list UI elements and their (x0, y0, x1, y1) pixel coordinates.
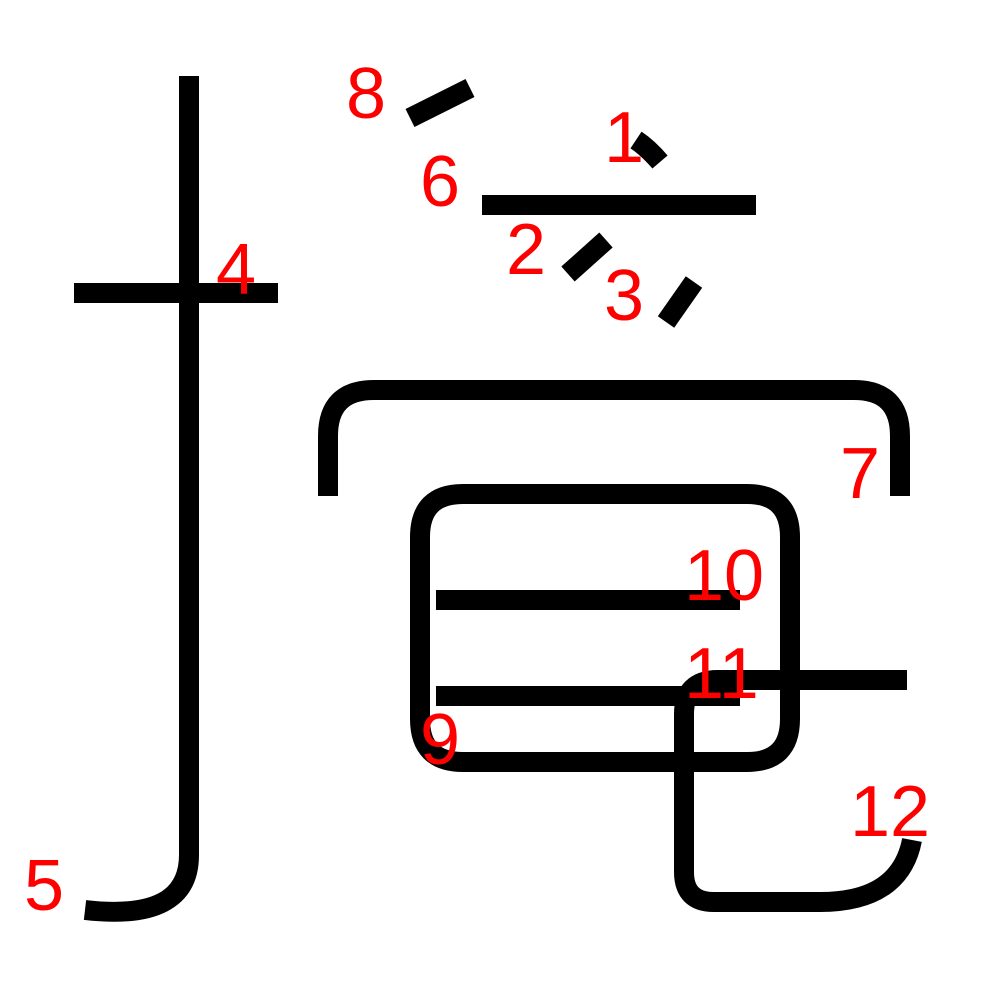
stroke-7 (318, 380, 910, 496)
stroke-label-1: 1 (604, 98, 644, 178)
stroke-label-8: 8 (346, 54, 386, 134)
stroke-3 (657, 276, 703, 328)
stroke-label-6: 6 (420, 142, 460, 222)
stroke-label-7: 7 (840, 434, 880, 514)
stroke-label-9: 9 (420, 700, 460, 780)
stroke-label-11: 11 (684, 634, 759, 714)
stroke-label-3: 3 (604, 256, 644, 336)
stroke-label-5: 5 (24, 846, 64, 926)
stroke-label-4: 4 (216, 230, 256, 310)
stroke-5 (83, 76, 199, 922)
stroke-12 (674, 670, 922, 912)
stroke-8 (405, 79, 475, 127)
stroke-label-12: 12 (850, 772, 930, 852)
stroke-label-2: 2 (506, 210, 546, 290)
stroke-2 (561, 232, 613, 282)
stroke-label-10: 10 (684, 536, 764, 616)
stroke-1 (630, 131, 668, 169)
stroke-9 (410, 484, 800, 772)
